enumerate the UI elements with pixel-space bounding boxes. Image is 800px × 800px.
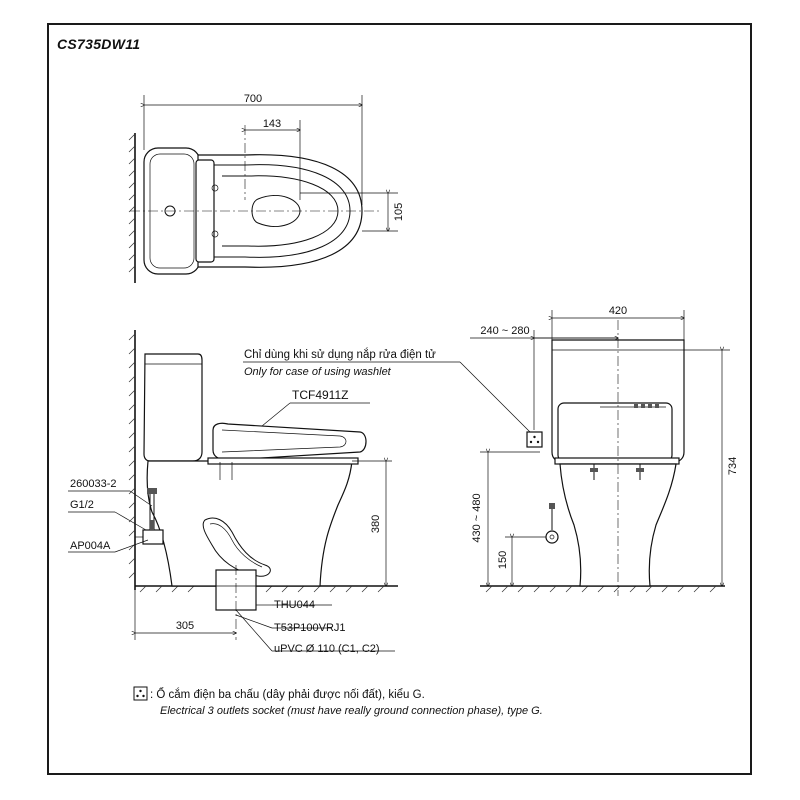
- side-view: [68, 330, 398, 652]
- drawing-frame: [47, 23, 752, 775]
- top-view: [128, 95, 398, 283]
- dim-front-valve-height: 150: [497, 551, 509, 569]
- label-part-260033: 260033-2: [70, 478, 117, 490]
- dim-top-hole-offset: 143: [263, 118, 281, 130]
- label-part-ap004a: AP004A: [70, 540, 111, 552]
- washlet-note-vi: Chỉ dùng khi sử dụng nắp rửa điện tử: [244, 348, 436, 361]
- dim-side-seat-height: 380: [370, 515, 382, 533]
- washlet-note-en: Only for case of using washlet: [244, 366, 392, 378]
- dim-side-drain-offset: 305: [176, 620, 194, 632]
- dim-front-width: 420: [609, 305, 627, 317]
- label-drain-t53p: T53P100VRJ1: [274, 622, 346, 634]
- washlet-note: [243, 361, 535, 437]
- label-drain-upvc: uPVC Ø 110 (C1, C2): [274, 643, 380, 655]
- dim-front-socket-height: 430 ~ 480: [471, 493, 483, 542]
- label-part-g12: G1/2: [70, 499, 94, 511]
- dim-front-total-height: 734: [727, 457, 739, 475]
- dim-front-socket-range: 240 ~ 280: [480, 325, 529, 337]
- dim-top-width: 700: [244, 93, 262, 105]
- dim-top-depth: 105: [393, 203, 405, 221]
- socket-icon: [133, 686, 148, 701]
- legend-text-vi: : Ổ cắm điện ba chấu (dây phải được nối …: [150, 688, 425, 701]
- front-view: [470, 310, 730, 596]
- label-seat-model: TCF4911Z: [292, 388, 348, 402]
- model-title: CS735DW11: [57, 36, 141, 52]
- legend-text-en: Electrical 3 outlets socket (must have r…: [160, 705, 543, 717]
- label-drain-thu044: THU044: [274, 599, 315, 611]
